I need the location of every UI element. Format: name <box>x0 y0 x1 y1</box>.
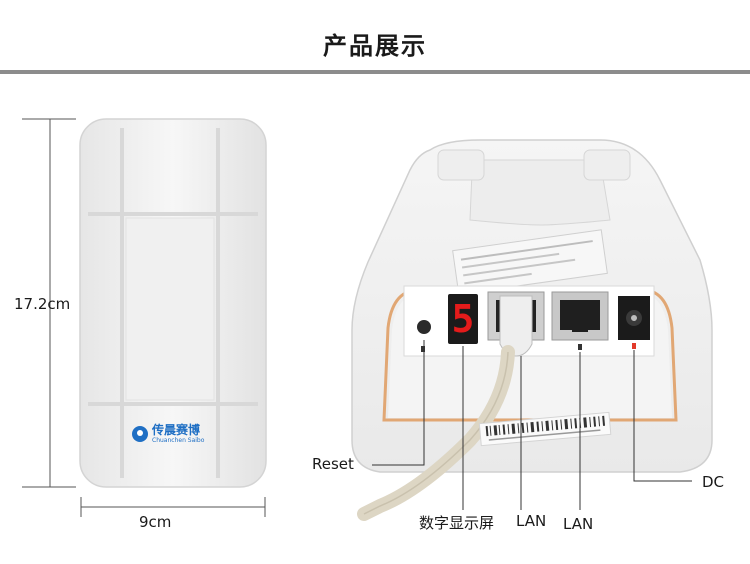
title-divider <box>0 70 750 74</box>
label-digital-display: 数字显示屏 <box>419 514 495 532</box>
brand-logo-icon <box>132 426 148 442</box>
brand-logo: 传晨赛博 Chuanchen Saibo <box>132 424 204 444</box>
width-dimension-label: 9cm <box>139 513 172 531</box>
label-lan-2: LAN <box>563 515 594 533</box>
digital-display: 5 <box>448 294 478 344</box>
label-reset: Reset <box>312 455 354 473</box>
label-dc: DC <box>702 473 725 491</box>
height-dimension-label: 17.2cm <box>14 295 71 313</box>
brand-name-en: Chuanchen Saibo <box>152 437 205 444</box>
label-lan-1: LAN <box>516 512 547 530</box>
brand-name-cn: 传晨赛博 <box>152 423 201 437</box>
page-title: 产品展示 <box>323 32 427 60</box>
